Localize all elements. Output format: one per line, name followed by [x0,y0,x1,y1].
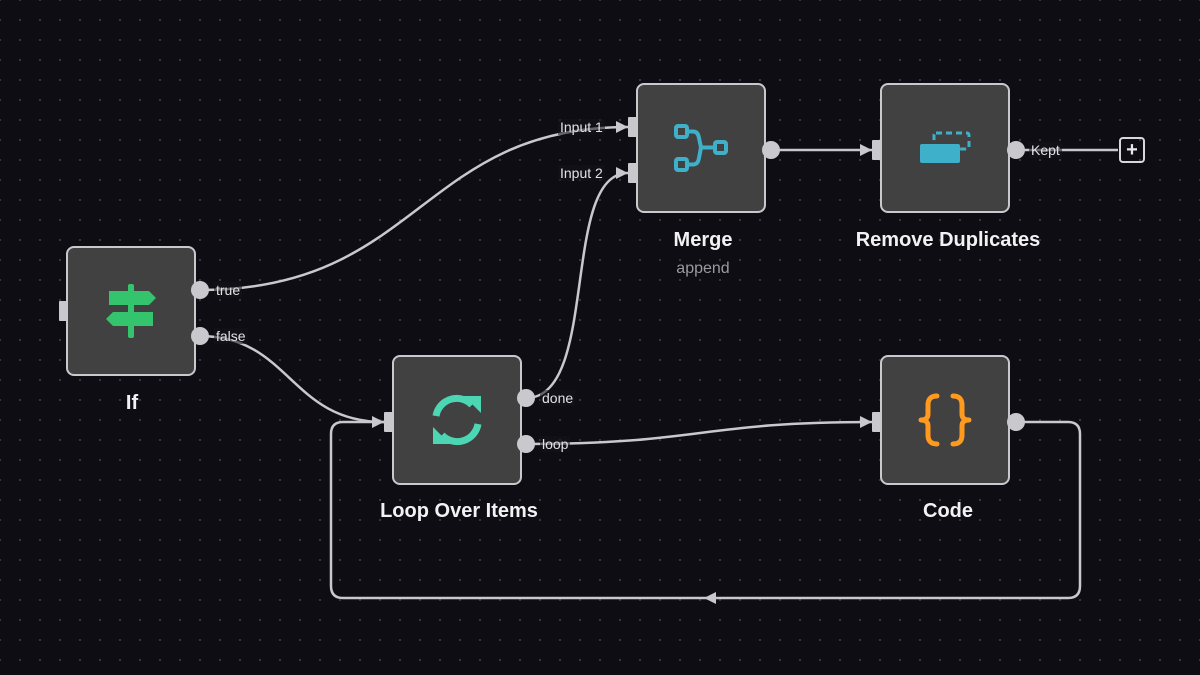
loop-input-port[interactable] [384,412,393,432]
remove-duplicates-node[interactable] [880,83,1010,213]
if-false-port[interactable] [191,327,209,345]
if-node-title: If [125,392,139,414]
merge-node-title: Merge [673,229,733,251]
loop-done-port[interactable] [517,389,535,407]
merge-node[interactable] [636,83,766,213]
merge-input-2-port[interactable] [628,163,637,183]
code-node-title: Code [923,500,973,522]
remove-duplicates-output-port[interactable] [1007,141,1025,159]
arrow-loop-input [372,416,384,428]
remove-duplicates-input-port[interactable] [872,140,881,160]
code-braces-icon [918,393,972,447]
code-output-port[interactable] [1007,413,1025,431]
loop-loop-port[interactable] [517,435,535,453]
arrow-return [704,592,716,604]
edge-loop-done-merge [525,171,629,400]
edge-loop-loop-code [525,420,873,446]
merge-input-1-port[interactable] [628,117,637,137]
arrow-code-input [860,416,872,428]
kept-output-label: Kept [1029,142,1062,158]
arrow-remove-duplicates-input [860,144,872,156]
if-node[interactable] [66,246,196,376]
code-input-port[interactable] [872,412,881,432]
loop-done-label: done [540,390,576,406]
loop-icon [432,394,482,446]
loop-over-items-node-title: Loop Over Items [380,500,538,522]
if-true-label: true [214,282,243,298]
if-input-port[interactable] [59,301,68,321]
arrow-input-2 [616,167,628,179]
loop-over-items-node[interactable] [392,355,522,485]
merge-node-subtitle: append [676,260,730,277]
code-node[interactable] [880,355,1010,485]
remove-duplicates-node-title: Remove Duplicates [855,229,1041,251]
signpost-icon [106,284,156,338]
edge-if-true-merge [199,125,629,292]
merge-input-2-label: Input 2 [558,165,605,181]
merge-icon [674,124,728,172]
loop-loop-label: loop [540,436,571,452]
remove-duplicates-icon [920,131,971,163]
if-true-port[interactable] [191,281,209,299]
arrow-input-1 [616,121,628,133]
add-node-button[interactable]: + [1119,137,1145,163]
merge-input-1-label: Input 1 [558,119,605,135]
merge-output-port[interactable] [762,141,780,159]
if-false-label: false [214,328,248,344]
